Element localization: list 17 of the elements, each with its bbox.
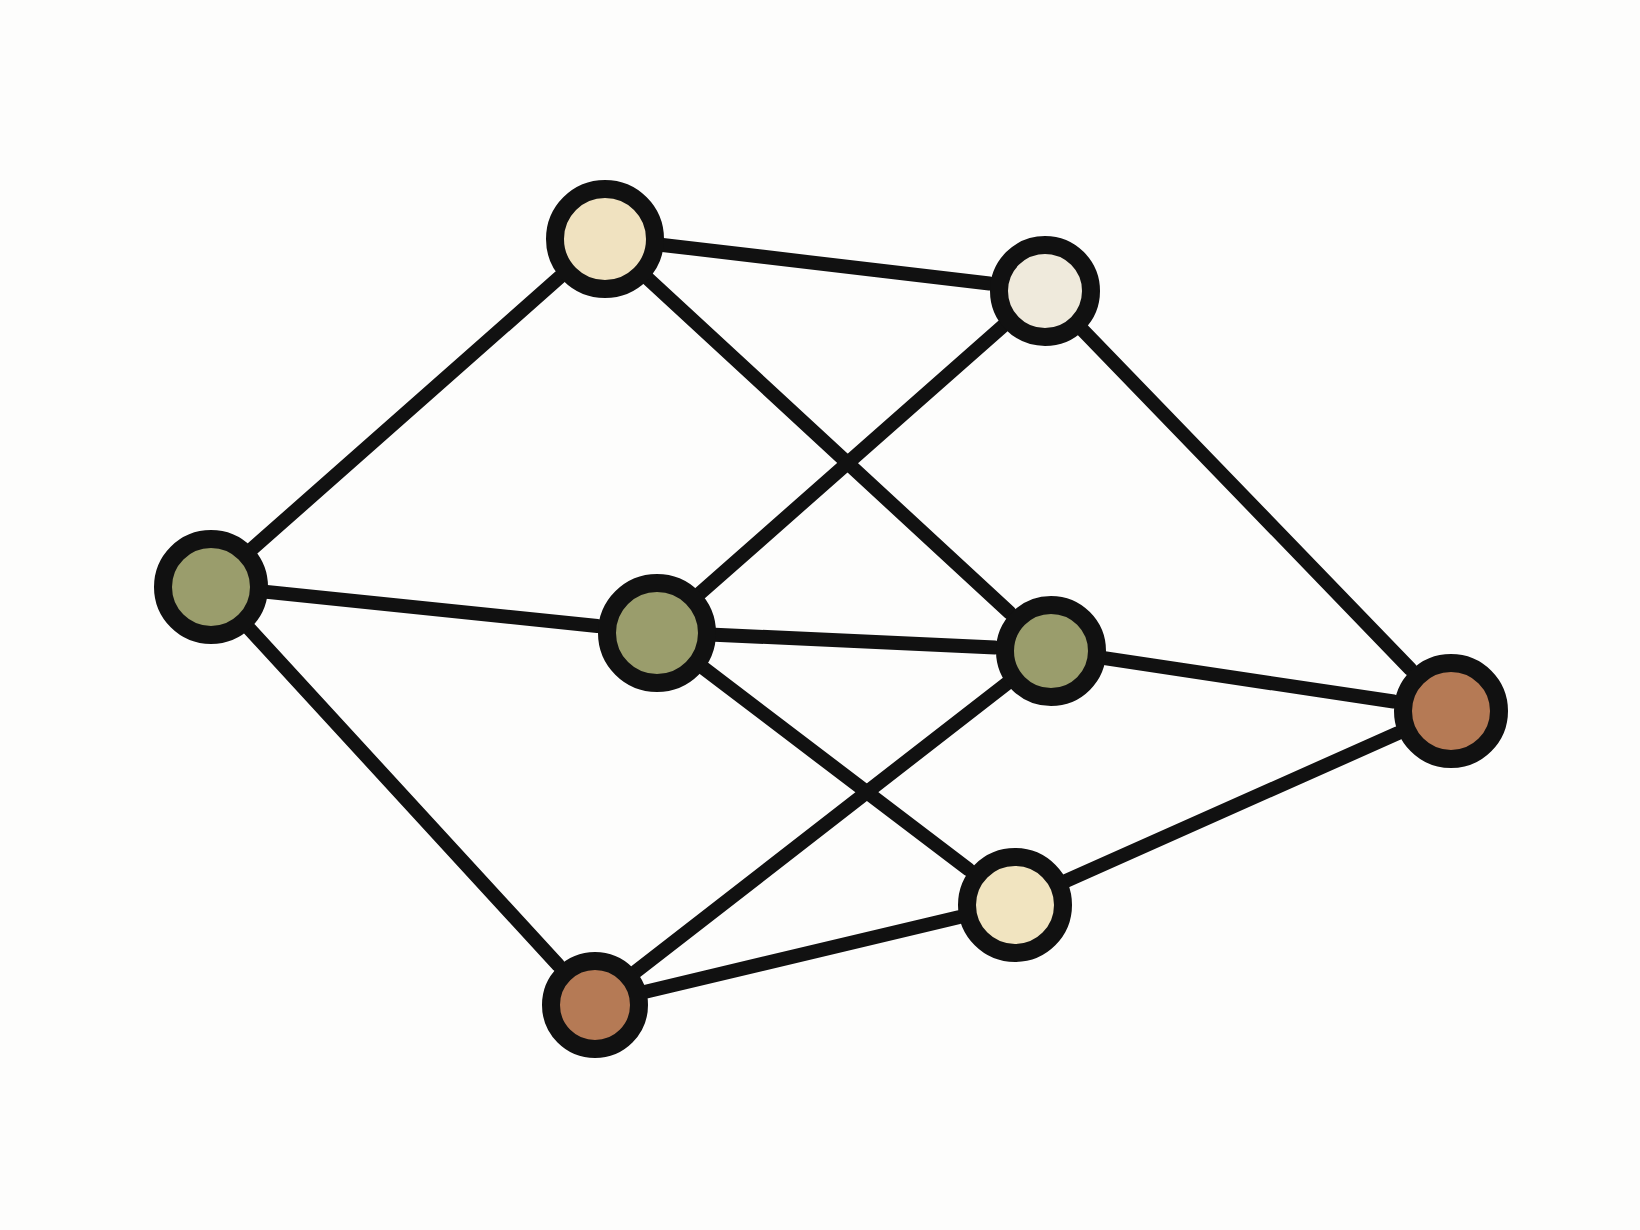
connector-line — [693, 319, 1010, 600]
circle-node — [597, 573, 715, 691]
circle-node — [153, 529, 267, 643]
circle-node — [545, 179, 663, 297]
connector-line — [241, 621, 566, 972]
connector-line — [1059, 726, 1405, 888]
circle-node — [995, 595, 1105, 705]
circle-node — [989, 235, 1099, 345]
connector-line — [638, 910, 966, 999]
circle-node — [1393, 653, 1507, 767]
connector-line — [696, 660, 976, 877]
connector-line — [628, 676, 1014, 979]
circle-node — [957, 847, 1071, 961]
circle-node — [541, 951, 647, 1057]
connector-line — [1075, 322, 1418, 676]
connector-line — [245, 270, 567, 556]
connector-line — [640, 271, 1017, 620]
